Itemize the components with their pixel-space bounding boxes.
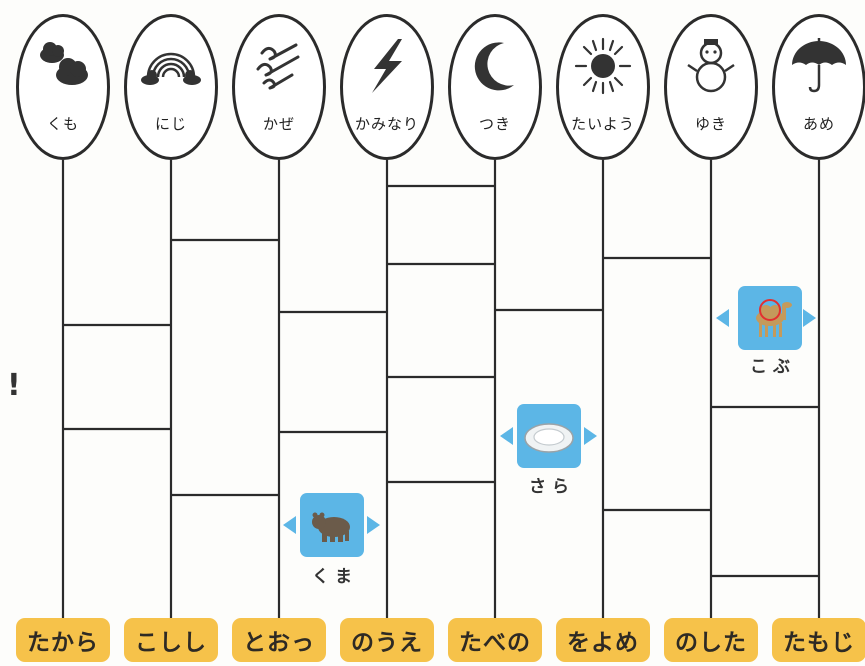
label-yuki: ゆき [694, 115, 727, 133]
lightning-icon [343, 35, 431, 97]
answer-3: とおっ [232, 618, 326, 662]
start-ame[interactable]: あめ [772, 14, 865, 160]
answer-4: のうえ [340, 618, 434, 662]
answer-7: のした [664, 618, 758, 662]
rainbow-icon [127, 35, 215, 97]
card-caption-camel: こ ぶ [750, 357, 790, 377]
start-kaze[interactable]: かぜ [232, 14, 326, 160]
answer-8: たもじ [772, 618, 865, 662]
card-arrow-left [500, 427, 513, 445]
label-kaminari: かみなり [354, 115, 419, 133]
label-kaze: かぜ [262, 115, 295, 133]
start-kumo[interactable]: くも [16, 14, 110, 160]
start-yuki[interactable]: ゆき [664, 14, 758, 160]
label-niji: にじ [154, 115, 187, 133]
bear-icon [312, 512, 350, 542]
umbrella-icon [775, 35, 863, 97]
card-camel[interactable] [738, 286, 802, 350]
start-tsuki[interactable]: つき [448, 14, 542, 160]
plate-icon [524, 423, 574, 453]
wind-icon [235, 35, 323, 97]
answer-6: をよめ [556, 618, 650, 662]
start-taiyou[interactable]: たいよう [556, 14, 650, 160]
card-bear[interactable] [300, 493, 364, 557]
answer-1: たから [16, 618, 110, 662]
card-caption-plate: さ ら [529, 477, 569, 497]
label-ame: あめ [802, 115, 835, 133]
card-arrow-right [367, 516, 380, 534]
start-kaminari[interactable]: かみなり [340, 14, 434, 160]
label-kumo: くも [46, 115, 79, 133]
card-arrow-left [283, 516, 296, 534]
answer-5: たべの [448, 618, 542, 662]
moon-icon [451, 35, 539, 97]
answer-2: こしし [124, 618, 218, 662]
card-arrow-right [584, 427, 597, 445]
card-arrow-right [803, 309, 816, 327]
cloud-icon [19, 35, 107, 97]
card-caption-bear: く ま [312, 567, 352, 587]
start-niji[interactable]: にじ [124, 14, 218, 160]
card-arrow-left [716, 309, 729, 327]
label-taiyou: たいよう [571, 115, 635, 133]
snowman-icon [667, 35, 755, 97]
label-tsuki: つき [478, 115, 511, 133]
exclamation-mark: ! [7, 368, 21, 403]
card-plate[interactable] [517, 404, 581, 468]
camel-icon [756, 299, 792, 337]
sun-icon [559, 35, 647, 97]
